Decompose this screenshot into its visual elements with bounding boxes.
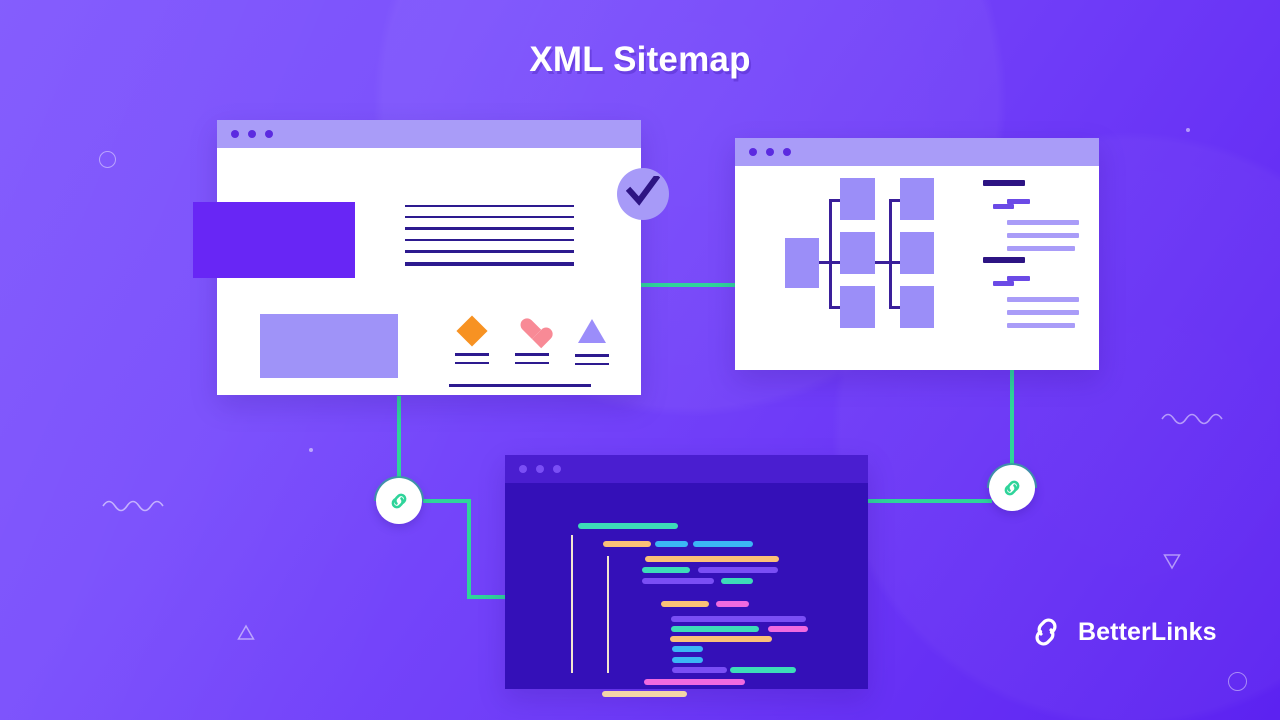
code-line [642, 567, 690, 573]
verified-check-badge [617, 168, 669, 220]
hero-image-block [193, 202, 355, 278]
chain-link-icon [1004, 480, 1020, 496]
code-line [693, 541, 753, 547]
link-badge-left[interactable] [376, 478, 422, 524]
window-titlebar [735, 138, 1099, 166]
tree-connector [889, 306, 901, 309]
window-dot-icon[interactable] [265, 130, 273, 138]
sitemap-tree-window[interactable] [735, 138, 1099, 370]
code-line [655, 541, 688, 547]
code-line [721, 578, 753, 584]
code-line [698, 567, 778, 573]
tree-node-root[interactable] [785, 238, 819, 288]
feature-item[interactable] [509, 316, 555, 370]
feature-caption [569, 354, 615, 366]
tree-node-branch[interactable] [840, 286, 875, 328]
tree-connector [889, 199, 892, 309]
code-line [716, 601, 749, 607]
feature-item[interactable] [449, 315, 495, 370]
tree-node-leaf[interactable] [900, 178, 934, 220]
tree-node-branch[interactable] [840, 232, 875, 274]
window-titlebar [505, 455, 868, 483]
code-line [644, 679, 745, 685]
code-line [671, 616, 806, 622]
sitemap-subline-pair [983, 199, 1081, 209]
code-line [672, 657, 703, 663]
article-body [193, 148, 641, 395]
window-dot-icon[interactable] [553, 465, 561, 473]
code-line [602, 691, 687, 697]
code-line [730, 667, 796, 673]
tree-connector [829, 199, 841, 202]
code-line [661, 601, 709, 607]
feature-caption [509, 353, 555, 365]
diamond-icon [456, 315, 488, 347]
code-line [672, 667, 727, 673]
sitemap-tree [785, 176, 955, 346]
window-titlebar [217, 120, 641, 148]
brand-logo[interactable]: BetterLinks [1026, 612, 1217, 652]
heart-icon [519, 319, 545, 342]
link-badge-right[interactable] [989, 465, 1035, 511]
article-preview-window[interactable] [193, 120, 641, 395]
feature-caption [449, 353, 495, 365]
card-image-block [260, 314, 398, 378]
tree-node-leaf[interactable] [900, 286, 934, 328]
sitemap-text-block [983, 180, 1081, 259]
code-line [645, 556, 779, 562]
window-dot-icon[interactable] [231, 130, 239, 138]
window-dot-icon[interactable] [783, 148, 791, 156]
wire-link-left-to-code [423, 499, 506, 599]
code-line [603, 541, 651, 547]
window-dot-icon[interactable] [248, 130, 256, 138]
code-line [671, 626, 759, 632]
tree-connector [889, 199, 901, 202]
page-title: XML Sitemap [529, 40, 751, 79]
triangle-icon [578, 319, 606, 343]
check-icon [626, 176, 660, 206]
code-editor-window[interactable] [505, 455, 868, 697]
sitemap-subline-pair [983, 276, 1081, 286]
indent-guide [607, 556, 609, 673]
sitemap-text-block [983, 257, 1081, 336]
tree-connector [829, 199, 832, 309]
section-divider [449, 384, 591, 387]
code-area[interactable] [505, 483, 868, 697]
window-dot-icon[interactable] [519, 465, 527, 473]
tree-node-leaf[interactable] [900, 232, 934, 274]
code-line [670, 636, 772, 642]
window-dot-icon[interactable] [766, 148, 774, 156]
brand-name: BetterLinks [1078, 617, 1217, 646]
paragraph-lines [405, 205, 574, 275]
code-line [642, 578, 714, 584]
code-line [578, 523, 678, 529]
window-dot-icon[interactable] [749, 148, 757, 156]
chain-link-icon [391, 493, 407, 509]
code-line [672, 646, 703, 652]
feature-item[interactable] [569, 316, 615, 371]
chain-link-icon [1035, 618, 1057, 646]
window-dot-icon[interactable] [536, 465, 544, 473]
indent-guide [571, 535, 573, 673]
tree-connector [875, 261, 901, 264]
code-line [768, 626, 808, 632]
sitemap-body [735, 166, 1099, 370]
tree-connector [829, 306, 841, 309]
tree-node-branch[interactable] [840, 178, 875, 220]
